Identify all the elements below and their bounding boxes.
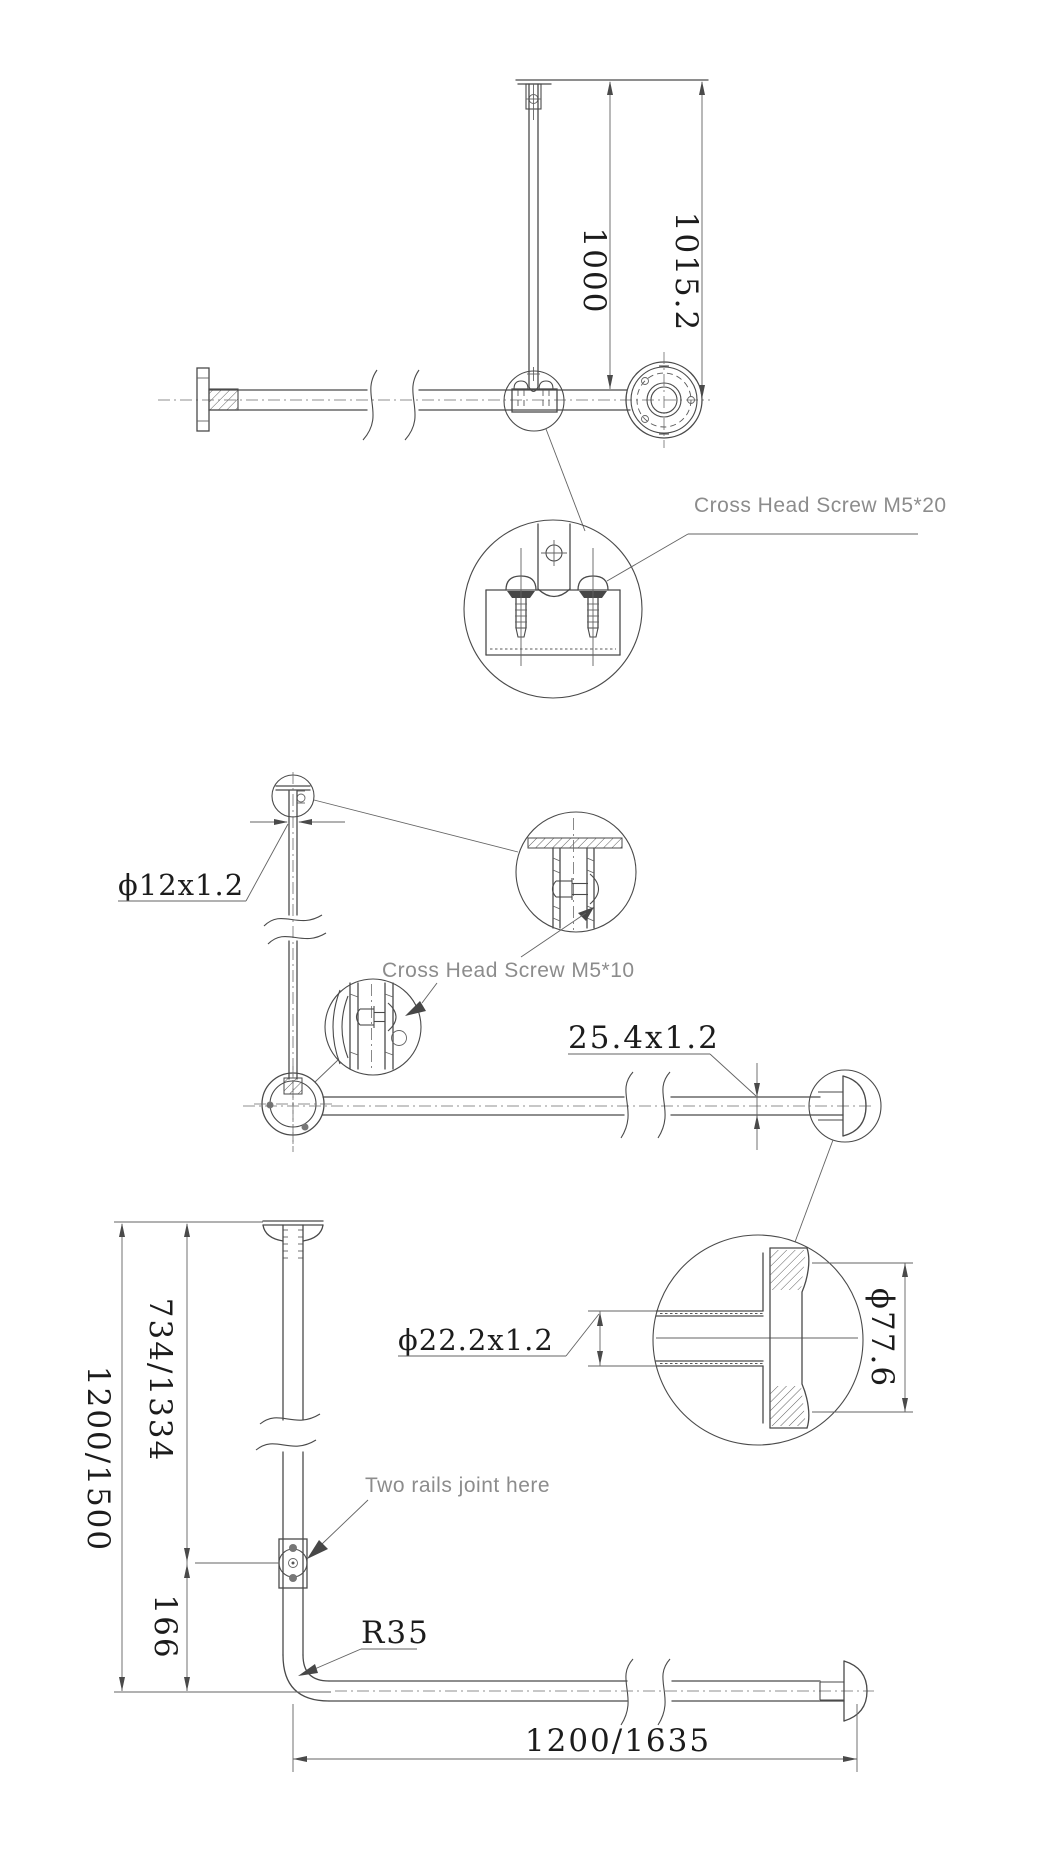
dim-upper-height-label: 734/1334: [142, 1298, 178, 1463]
wall-flange-end-icon: [625, 352, 703, 448]
break-line-icon: [404, 369, 420, 441]
break-line-icon: [657, 1658, 671, 1726]
screw-detail-circle: [463, 519, 643, 699]
flange-screw-detail-circle: [324, 978, 426, 1076]
rail-joint-clamp-icon: [511, 380, 558, 413]
dim-inner-height-label: 1000: [576, 228, 612, 315]
leader-arrow-icon: [405, 1001, 426, 1016]
leader-arrow-icon: [307, 1540, 328, 1559]
cross-head-screw-icon: [505, 548, 537, 666]
break-line-icon: [263, 914, 323, 927]
screw-note-label: Cross Head Screw M5*20: [694, 494, 947, 517]
dimension-1015-2: 1015.2: [668, 81, 705, 399]
dim-radius-label: R35: [361, 1615, 430, 1651]
dimension-tube: ϕ22.2x1.2: [398, 1310, 656, 1367]
dim-tube-label: ϕ22.2x1.2: [398, 1323, 554, 1357]
break-line-icon: [255, 1439, 317, 1451]
middle-view: ϕ12x1.2: [118, 772, 882, 1243]
joint-note-label: Two rails joint here: [365, 1474, 550, 1497]
break-line-icon: [259, 1413, 321, 1425]
dimension-total-height: 1200/1500: [80, 1223, 125, 1691]
ceiling-bracket-icon: [525, 83, 542, 120]
screw-note-label: Cross Head Screw M5*10: [382, 959, 635, 982]
leader-arrow-icon: [298, 1664, 318, 1676]
dim-width-label: 1200/1635: [525, 1723, 711, 1759]
dimension-upper-height: 734/1334: [142, 1223, 190, 1691]
wall-flange-end-icon: [254, 1066, 334, 1144]
dimension-rail-tube: 25.4x1.2: [568, 1020, 760, 1150]
note-screw-m5x20: Cross Head Screw M5*20: [606, 494, 947, 582]
set-screw-icon: [355, 1002, 407, 1046]
cap-screw-detail-circle: [515, 811, 637, 933]
leader-arrow-icon: [578, 907, 594, 921]
break-line-icon: [620, 1658, 634, 1726]
break-line-icon: [657, 1071, 671, 1139]
break-line-icon: [267, 932, 327, 945]
dimension-width: 1200/1635: [293, 1723, 857, 1762]
dim-rail-tube-label: 25.4x1.2: [568, 1020, 720, 1056]
dim-total-height-label: 1200/1500: [80, 1366, 116, 1552]
wall-flange-side-icon: [819, 1660, 868, 1722]
dimension-corner-radius: R35: [298, 1615, 430, 1676]
bottom-view: 1200/1500 734/1334 166 1200/1635 R35: [80, 1220, 874, 1772]
flange-section-detail-circle: ϕ77.6 ϕ22.2x1.2: [398, 1234, 913, 1446]
note-rail-joint: Two rails joint here: [307, 1474, 550, 1559]
dimension-rod: ϕ12x1.2: [118, 819, 345, 902]
dimension-flange: ϕ77.6: [812, 1262, 913, 1413]
dim-joint-offset-label: 166: [147, 1594, 183, 1659]
dimension-joint-offset: 166: [147, 1564, 190, 1691]
dim-flange-label: ϕ77.6: [864, 1288, 900, 1388]
dimension-1000: 1000: [576, 81, 613, 389]
cross-head-screw-icon: [577, 548, 609, 666]
top-view: 1000 1015.2: [158, 79, 947, 699]
wall-flange-side-icon: [808, 1069, 882, 1143]
ceiling-flange-icon: [262, 1220, 324, 1259]
dim-rod-label: ϕ12x1.2: [118, 868, 244, 902]
note-screw-m5x10: Cross Head Screw M5*10: [382, 912, 635, 1004]
dim-outer-height-label: 1015.2: [668, 212, 704, 332]
detail-bubble-icon: [503, 370, 565, 432]
rail-joint-connector-icon: [278, 1538, 308, 1589]
break-line-icon: [362, 369, 378, 441]
left-wall-plate-icon: [196, 367, 239, 432]
set-screw-icon: [551, 873, 600, 905]
break-line-icon: [620, 1071, 634, 1139]
